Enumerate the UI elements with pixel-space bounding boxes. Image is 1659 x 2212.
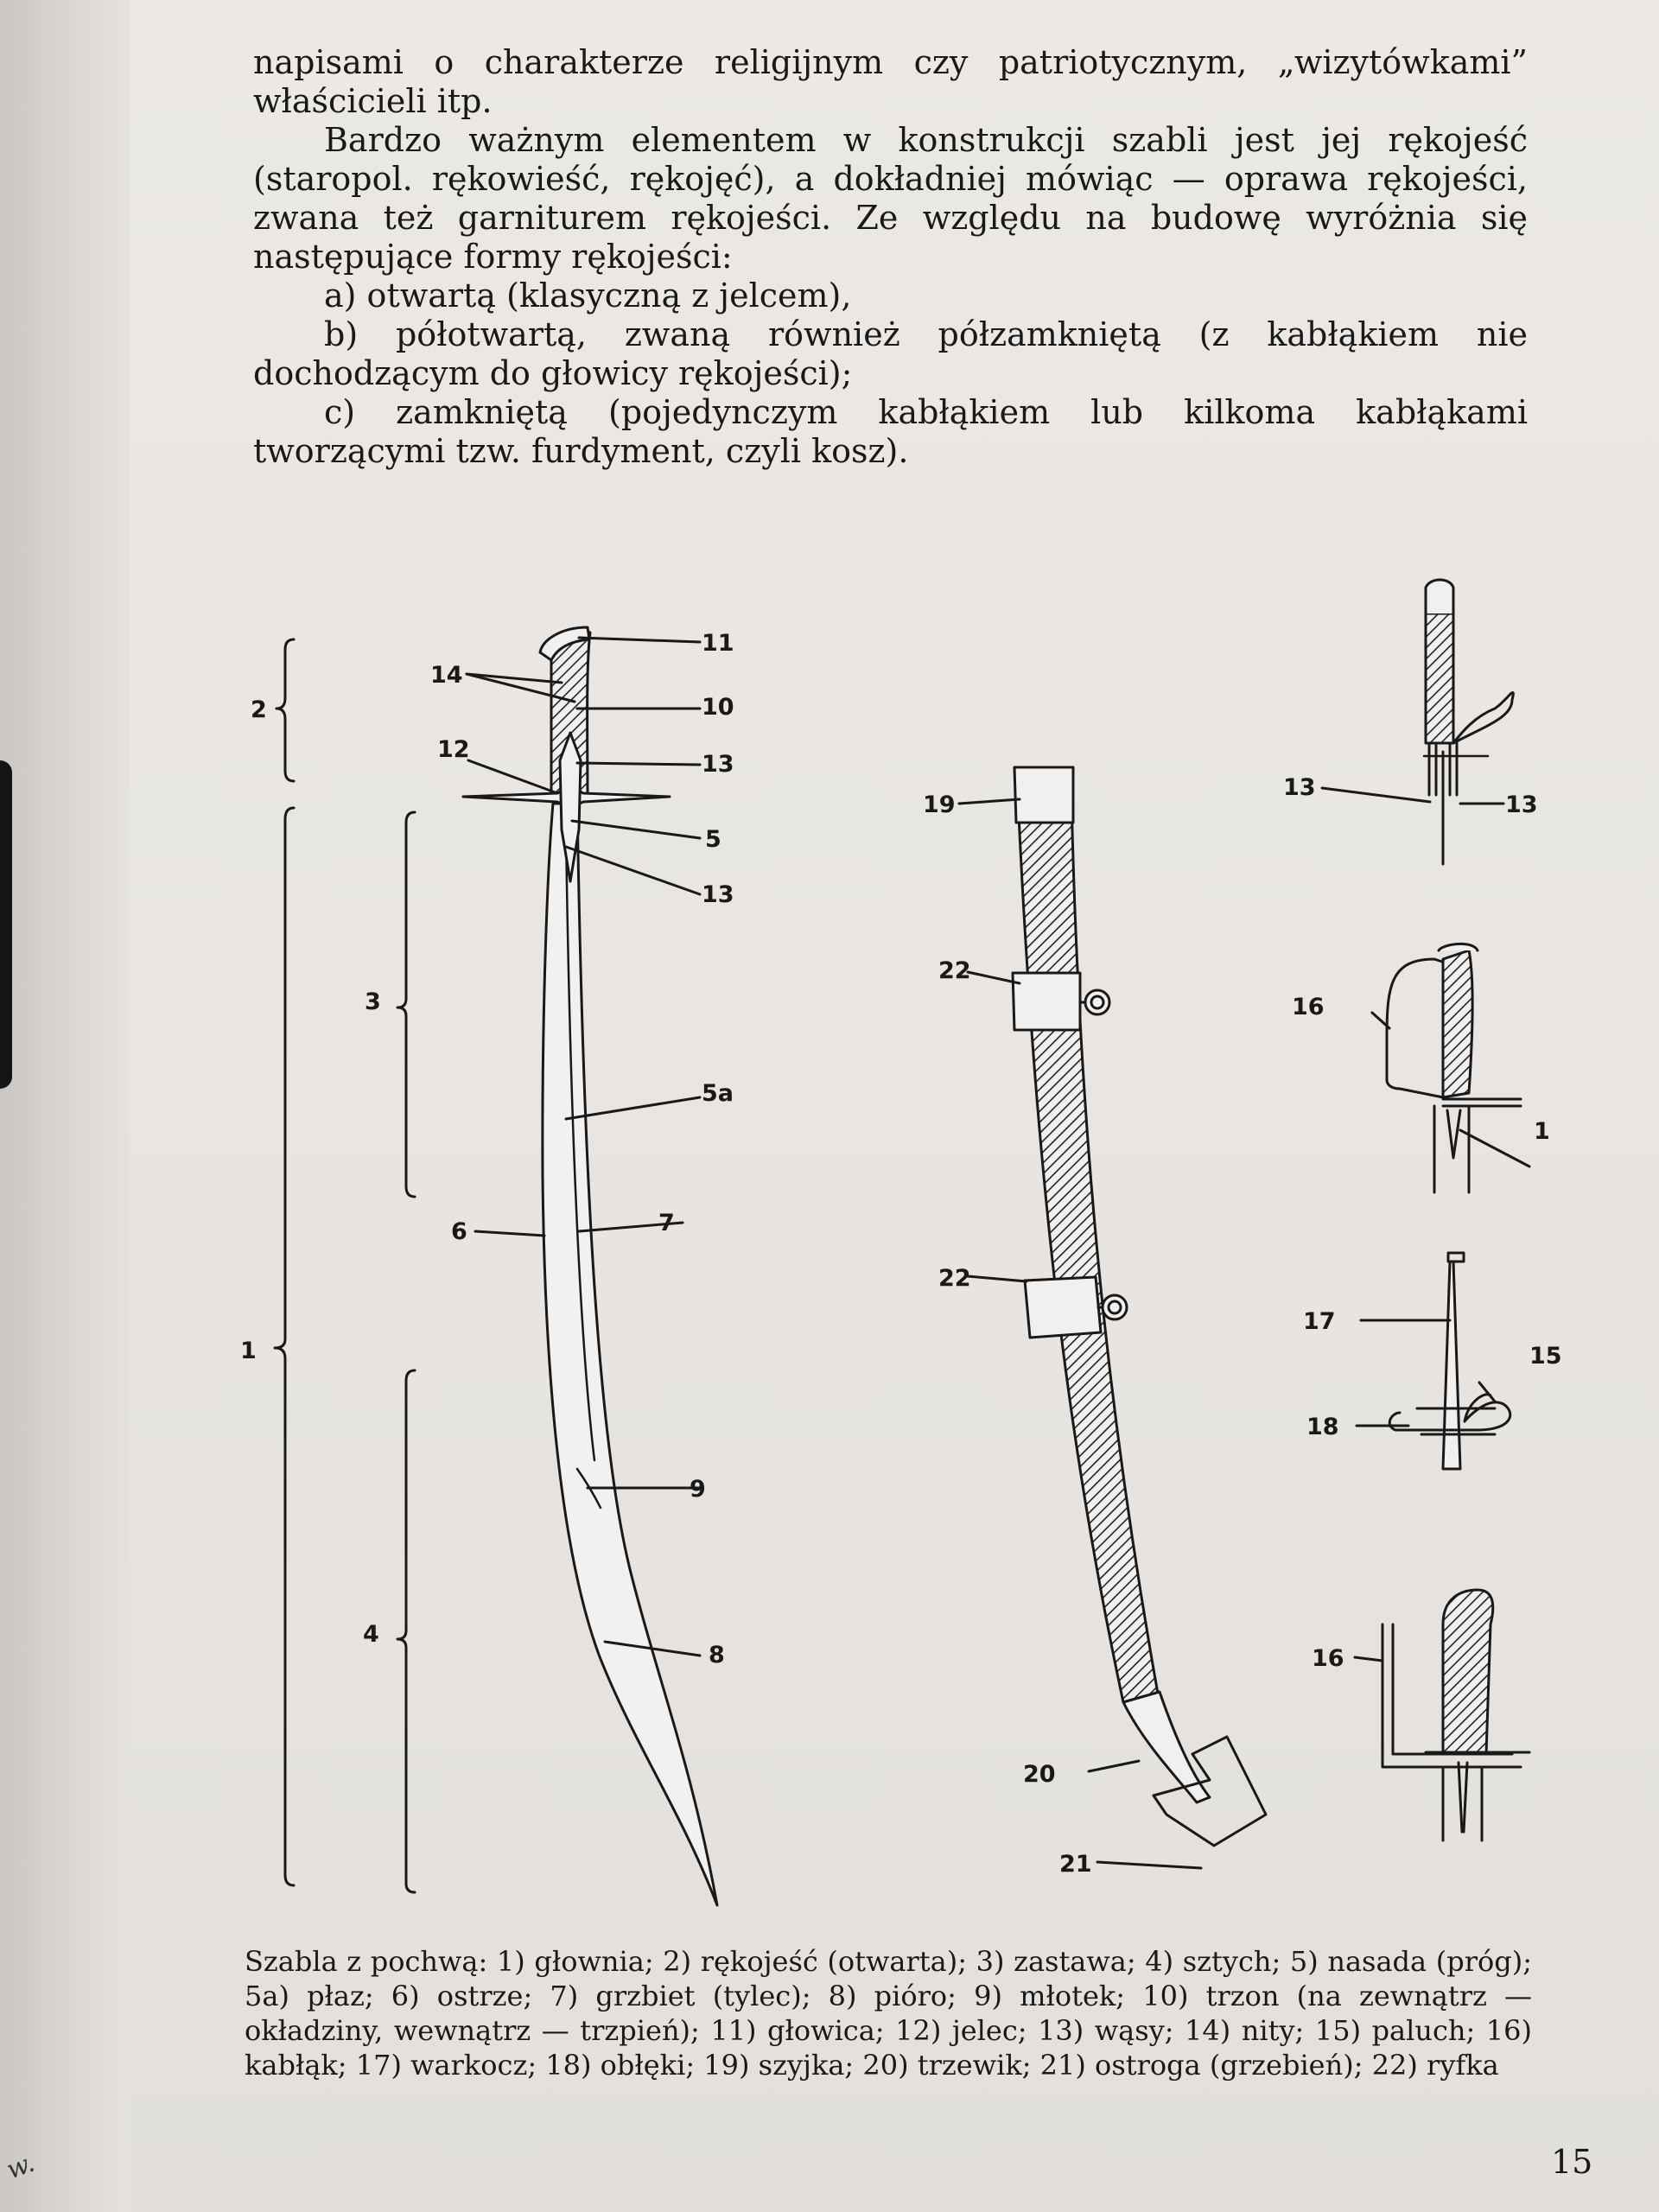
label-7: 7: [658, 1210, 675, 1236]
scabbard-band-1: [1011, 971, 1082, 1032]
hilt-b-grip: [1441, 949, 1474, 1099]
hilt-d-grip: [1441, 1588, 1495, 1756]
brace-2: [275, 638, 296, 783]
label-21: 21: [1059, 1851, 1092, 1878]
label-2: 2: [251, 696, 267, 723]
label-13-c: 13: [1283, 774, 1316, 801]
label-13-d: 13: [1505, 791, 1538, 818]
blade-fuller: [564, 828, 596, 1462]
list-item-b: b) półotwartą, zwaną również półzamknięt…: [253, 315, 1528, 392]
label-17: 17: [1303, 1308, 1336, 1335]
scabbard-band-2: [1023, 1275, 1103, 1339]
label-9: 9: [690, 1476, 706, 1503]
list-item-a: a) otwartą (klasyczną z jelcem),: [324, 276, 852, 315]
label-22-b: 22: [938, 1265, 971, 1292]
blade-back-step: [575, 1467, 602, 1510]
scabbard-drag: [1152, 1735, 1268, 1847]
label-12: 12: [437, 736, 470, 763]
margin-mark: w.: [2, 2147, 39, 2186]
label-16-b: 16: [1312, 1645, 1344, 1672]
hilt-a-knuckle: [1452, 691, 1515, 745]
hilt-a-grip: [1424, 612, 1455, 745]
label-11: 11: [702, 630, 734, 657]
label-15: 15: [1529, 1343, 1562, 1370]
scabbard-throat: [1013, 766, 1075, 824]
label-18: 18: [1306, 1414, 1339, 1440]
page-number: 15: [1551, 2143, 1593, 2181]
label-10: 10: [702, 694, 734, 721]
list-item-c: c) zamkniętą (pojedynczym kabłąkiem lub …: [253, 393, 1528, 470]
label-14: 14: [430, 662, 463, 689]
label-4: 4: [363, 1621, 379, 1648]
saber-langet: [558, 731, 582, 883]
figure-caption: Szabla z pochwą: 1) głownia; 2) rękojeść…: [245, 1945, 1532, 2082]
label-1-detail: 1: [1534, 1118, 1550, 1145]
scabbard-body: [1016, 795, 1160, 1704]
label-20: 20: [1023, 1761, 1056, 1788]
brace-1: [273, 806, 296, 1887]
label-3: 3: [365, 988, 381, 1015]
label-6: 6: [451, 1218, 467, 1245]
paragraph-1: napisami o charakterze religijnym czy pa…: [253, 43, 1528, 120]
saber-diagram: 11 14 10 2 12 13 5 13 3 5a 6 7 1 9 4 8 1…: [240, 578, 1562, 1907]
paragraph-2: Bardzo ważnym elementem w konstrukcji sz…: [253, 121, 1528, 276]
hilt-b-guard: [1385, 957, 1449, 1099]
body-text: napisami o charakterze religijnym czy pa…: [253, 43, 1528, 471]
label-19: 19: [923, 791, 956, 818]
label-16-a: 16: [1292, 994, 1325, 1020]
label-5: 5: [705, 826, 721, 853]
label-5a: 5a: [702, 1080, 734, 1107]
brace-4: [396, 1369, 416, 1894]
label-8: 8: [709, 1642, 725, 1669]
scabbard-chape: [1122, 1690, 1211, 1804]
label-13-b: 13: [702, 881, 734, 908]
brace-3: [396, 810, 416, 1198]
label-13-a: 13: [702, 751, 734, 778]
label-22-a: 22: [938, 957, 971, 984]
label-1: 1: [240, 1338, 257, 1364]
saber-pommel: [538, 626, 591, 662]
saber-blade: [541, 802, 719, 1907]
saber-figure: 11 14 10 2 12 13 5 13 3 5a 6 7 1 9 4 8 1…: [216, 570, 1564, 1918]
book-page: [130, 0, 1659, 2212]
hilt-c-grip: [1441, 1260, 1462, 1471]
facing-page-edge: [0, 760, 12, 1089]
page-gutter: w.: [0, 0, 130, 2212]
